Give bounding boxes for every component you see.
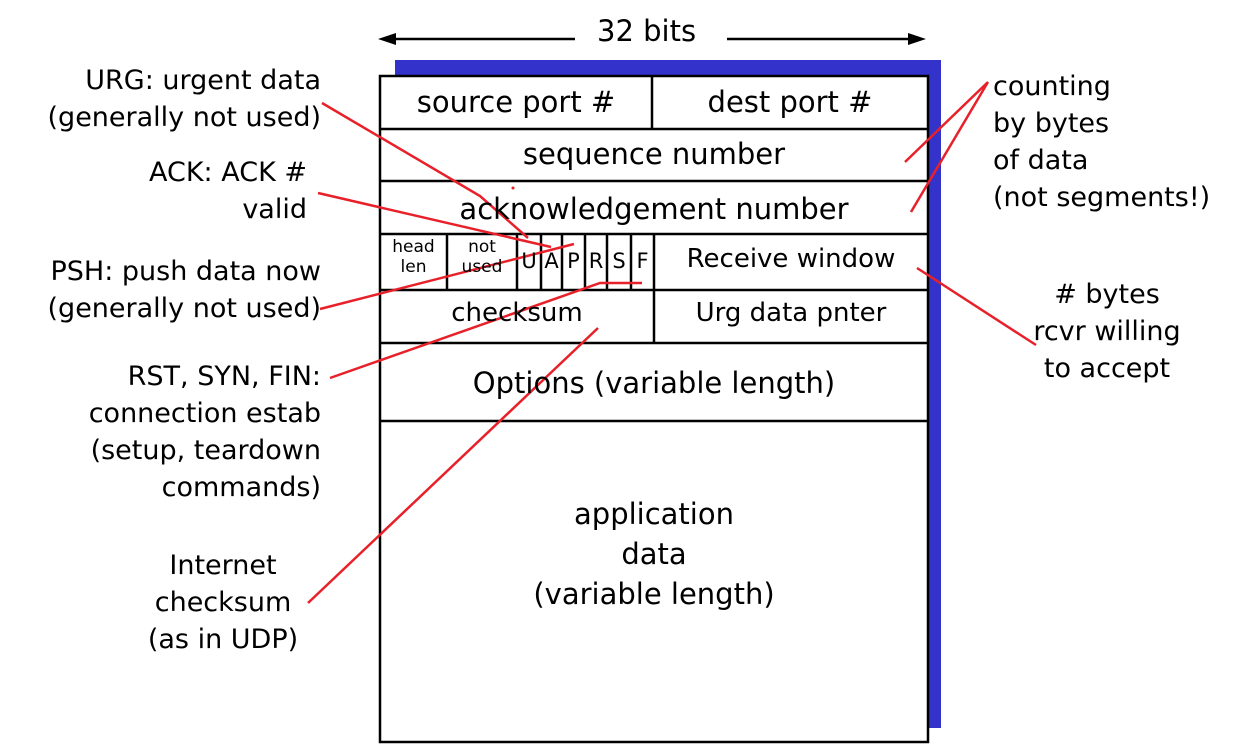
stray-dot — [511, 186, 515, 190]
internet-checksum-annotation-line-3: (as in UDP) — [147, 624, 299, 655]
app-data-line-2: data — [621, 537, 687, 571]
rst-syn-fin-annotation-line-4: commands) — [161, 472, 321, 503]
urg-annotation-line-1: URG: urgent data — [85, 65, 321, 96]
app-data-line-1: application — [574, 497, 734, 531]
head-len-line-1: head — [392, 237, 435, 257]
rcvr-window-callout — [916, 266, 1037, 347]
urg-callout — [321, 101, 529, 239]
psh-annotation-line-2: (generally not used) — [47, 293, 321, 324]
flag-urg: U — [521, 249, 537, 273]
width-arrow-right-head — [908, 33, 926, 45]
options-label: Options (variable length) — [472, 366, 836, 400]
flag-syn: S — [612, 249, 626, 273]
counting-annotation-line-1: counting — [993, 71, 1111, 102]
counting-callout-seq — [904, 81, 989, 163]
segment-outline — [378, 74, 930, 744]
flag-ack: A — [544, 249, 559, 273]
flag-psh: P — [567, 249, 580, 273]
ack-annotation: ACK: ACK # valid — [149, 154, 307, 228]
psh-callout — [319, 242, 575, 311]
sequence-number-label: sequence number — [522, 137, 786, 171]
application-data-label: application data (variable length) — [380, 494, 928, 614]
internet-checksum-annotation: Internet checksum (as in UDP) — [128, 547, 318, 658]
receive-window-label: Receive window — [686, 244, 896, 274]
ack-callout — [317, 191, 552, 249]
internet-checksum-annotation-line-2: checksum — [154, 587, 292, 618]
ack-annotation-line-2: valid — [242, 194, 307, 225]
callout-lines — [307, 81, 1037, 604]
flag-fin: F — [636, 249, 649, 273]
ack-annotation-line-1: ACK: ACK # — [149, 157, 307, 188]
counting-annotation: counting by bytes of data (not segments!… — [993, 68, 1210, 216]
counting-annotation-line-3: of data — [993, 145, 1089, 176]
head-len-line-2: len — [400, 257, 427, 277]
counting-callout-ack — [909, 81, 990, 213]
rst-syn-fin-annotation-line-1: RST, SYN, FIN: — [127, 361, 321, 392]
rst-syn-fin-callout — [329, 281, 642, 380]
width-label: 32 bits — [597, 14, 697, 48]
internet-checksum-annotation-line-1: Internet — [169, 550, 277, 581]
bytes-willing-annotation-line-1: # bytes — [1054, 279, 1160, 310]
not-used-line-1: not — [468, 237, 496, 257]
bytes-willing-annotation: # bytes rcvr willing to accept — [1028, 276, 1186, 387]
head-len-label: head len — [380, 237, 447, 277]
counting-annotation-line-2: by bytes — [993, 108, 1110, 139]
width-arrow — [378, 33, 926, 45]
checksum-label: checksum — [451, 298, 583, 328]
bytes-willing-annotation-line-3: to accept — [1043, 353, 1171, 384]
psh-annotation: PSH: push data now (generally not used) — [48, 253, 321, 327]
rst-syn-fin-annotation: RST, SYN, FIN: connection estab (setup, … — [89, 358, 321, 506]
counting-annotation-line-4: (not segments!) — [993, 182, 1211, 213]
urg-pointer-label: Urg data pnter — [695, 298, 887, 328]
rst-syn-fin-annotation-line-3: (setup, teardown — [90, 435, 321, 466]
psh-annotation-line-1: PSH: push data now — [50, 256, 321, 287]
not-used-label: not used — [447, 237, 517, 277]
bytes-willing-annotation-line-2: rcvr willing — [1033, 316, 1181, 347]
app-data-line-3: (variable length) — [533, 577, 775, 611]
segment-dividers — [380, 76, 928, 423]
urg-annotation-line-2: (generally not used) — [47, 102, 321, 133]
urg-annotation: URG: urgent data (generally not used) — [48, 62, 321, 136]
segment-box — [378, 74, 930, 744]
flag-rst: R — [588, 249, 604, 273]
source-port-label: source port # — [416, 85, 616, 119]
not-used-line-2: used — [461, 257, 503, 277]
ack-number-label: acknowledgement number — [459, 192, 849, 226]
internet-checksum-callout — [307, 327, 599, 604]
width-arrow-left-head — [378, 33, 396, 45]
rst-syn-fin-annotation-line-2: connection estab — [88, 398, 321, 429]
dest-port-label: dest port # — [707, 85, 873, 119]
